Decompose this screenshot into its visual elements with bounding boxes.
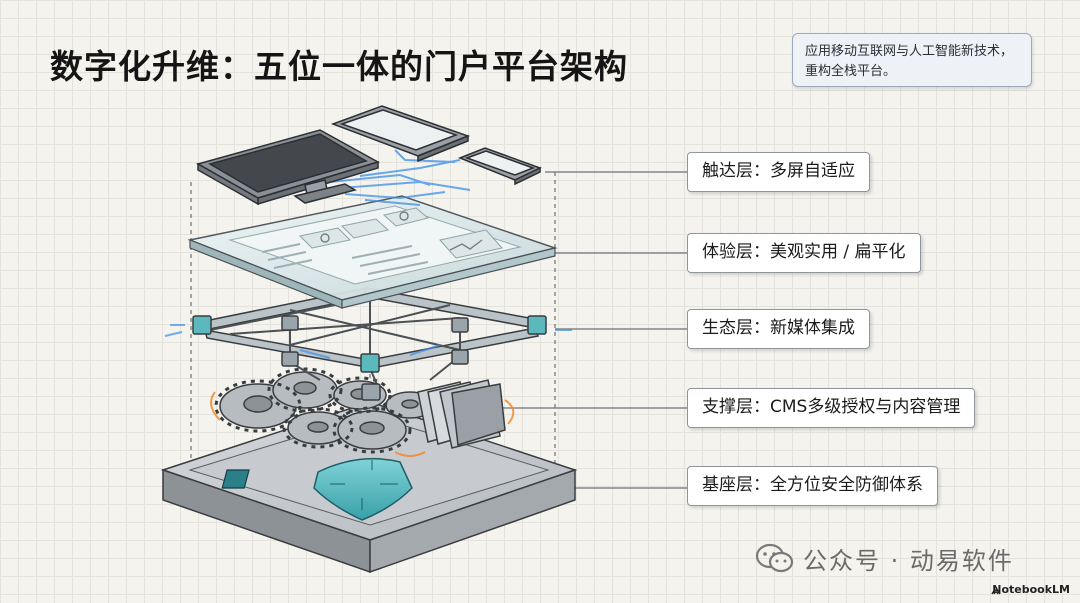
folders-icon xyxy=(417,379,506,449)
blue-data-streams xyxy=(329,149,471,206)
layer-label-support: 支撑层：CMS多级授权与内容管理 xyxy=(687,388,976,428)
gear-teeth xyxy=(214,367,412,454)
orange-highlights xyxy=(210,391,515,457)
notebooklm-badge: NotebookLM xyxy=(977,583,1070,596)
shield-icon xyxy=(221,457,413,521)
blue-dash-accents xyxy=(164,324,572,359)
tablet-icon xyxy=(330,105,471,163)
watermark: 公众号 · 动易软件 xyxy=(755,540,1014,576)
summary-note: 应用移动互联网与人工智能新技术，重构全栈平台。 xyxy=(792,33,1032,87)
layer-label-touch: 触达层：多屏自适应 xyxy=(687,152,870,192)
experience-panel xyxy=(187,195,558,309)
notebooklm-badge-text: NotebookLM xyxy=(992,583,1070,596)
layer-label-experience: 体验层：美观实用 / 扁平化 xyxy=(687,233,921,273)
monitor-icon xyxy=(196,129,380,206)
notebooklm-logo-icon xyxy=(991,589,1001,595)
page-title: 数字化升维：五位一体的门户平台架构 xyxy=(50,47,628,86)
watermark-text: 公众号 · 动易软件 xyxy=(803,546,1014,575)
frame-structure xyxy=(192,287,547,401)
gears-icon xyxy=(219,371,435,450)
phone-icon xyxy=(457,147,542,186)
wechat-icon xyxy=(755,543,794,573)
frame-nodes xyxy=(192,315,547,401)
layer-label-ecosystem: 生态层：新媒体集成 xyxy=(687,309,870,349)
layer-label-base: 基座层：全方位安全防御体系 xyxy=(687,466,938,506)
